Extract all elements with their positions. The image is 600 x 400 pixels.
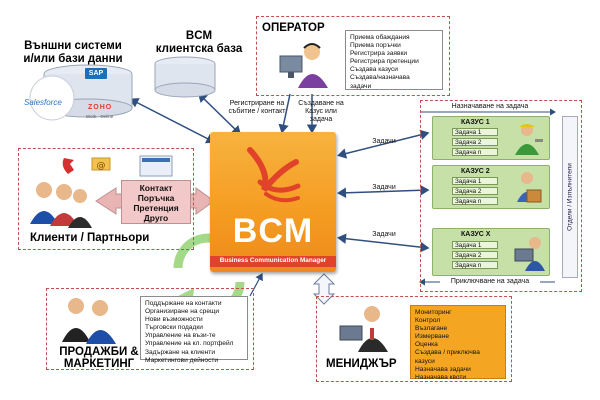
phone-icon [62, 158, 74, 174]
salesforce-logo: Salesforce [24, 98, 62, 107]
arrow-external-bcm [129, 98, 216, 144]
operator-box [256, 16, 450, 96]
crm-database-icon [154, 56, 216, 98]
manager-title: МЕНИДЖЪР [326, 358, 397, 370]
manager-icon [339, 306, 388, 352]
bcm-swirl-icon [247, 147, 301, 203]
external-systems-title: Външни системи и/или бази данни [23, 40, 123, 65]
manager-task-list: Мониторинг Контрол Възлагане Измерване О… [410, 305, 506, 381]
external-database-icon [29, 64, 133, 121]
bcm-logo-text: BCM [232, 212, 314, 250]
bcm-subtitle: Business Communication Manager [219, 257, 327, 264]
operator-task-list: Приема обаждания Приема поръчки Регистри… [345, 30, 443, 90]
arrow-crm-bcm [197, 92, 242, 136]
arrow-bcm-casex [337, 233, 430, 253]
sales-team-icon [62, 298, 116, 344]
cases-box [420, 100, 582, 292]
assign-task-label: Назначаване на задача [440, 103, 540, 111]
arrow-bcm-case1 [337, 129, 430, 159]
arrow-bcm-case2 [337, 185, 430, 199]
manager-box [316, 296, 512, 382]
clients-title: Клиенти / Партньори [30, 232, 150, 244]
create-case-label: Създаване на Казус или задача [298, 100, 344, 123]
close-task-label: Приключване на задача [440, 278, 540, 286]
departments-label-box: Отдели / Изпълнители [562, 116, 578, 278]
register-event-label: Регистриране на събитие / контакт [228, 100, 286, 115]
sales-box [46, 288, 254, 370]
worker-icon [515, 124, 543, 155]
operator-icon [279, 43, 328, 88]
tasks-label-1: Задачи [372, 138, 396, 145]
sales-task-list: Поддържане на контакти Организиране на с… [140, 296, 248, 364]
sap-logo: SAP [85, 68, 107, 79]
case-x: КАЗУС Х Задача 1 Задача 2 Задача n [432, 228, 550, 276]
technician-icon [514, 237, 545, 271]
case-1: КАЗУС 1 Задача 1 Задача 2 Задача n [432, 116, 550, 160]
arrow-operator-register [278, 93, 291, 134]
zoho-logo: ZOHO [88, 104, 113, 111]
operator-title: ОПЕРАТОР [262, 22, 325, 34]
svg-text:@: @ [97, 161, 106, 171]
crm-title: BCM клиентска база [155, 30, 243, 55]
bcm-subtitle-bar [210, 256, 336, 267]
clients-box [18, 148, 194, 250]
clients-icon [30, 182, 92, 228]
communication-icons: @ [62, 155, 173, 177]
courier-icon [517, 172, 542, 203]
case-2: КАЗУС 2 Задача 1 Задача 2 Задача n [432, 165, 550, 209]
tasks-label-2: Задачи [372, 184, 396, 191]
contact-types-box: Контакт Поръчка Претенция Друго [121, 180, 191, 224]
bcm-logo-box: BCM Business Communication Manager [210, 132, 336, 272]
tasks-label-3: Задачи [372, 231, 396, 238]
sales-title: ПРОДАЖБИ & МАРКЕТИНГ [59, 346, 139, 370]
zoho-sub: Work · Online [86, 114, 114, 119]
